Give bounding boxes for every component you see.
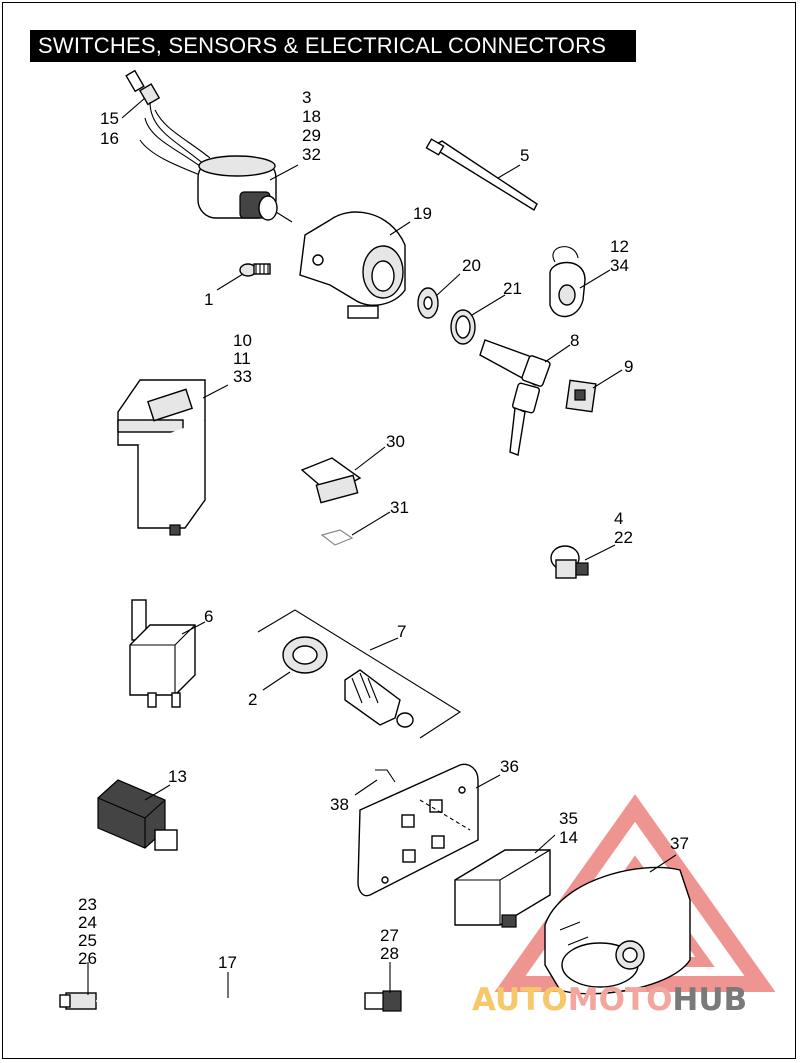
watermark-moto: MOTO <box>568 982 673 1018</box>
part-cable-tie <box>425 138 538 211</box>
callout-21: 21 <box>503 279 522 298</box>
part-washer <box>417 287 439 319</box>
part-key-tag <box>565 379 597 413</box>
part-connector-block <box>97 779 178 851</box>
part-relay <box>129 599 196 708</box>
callout-37: 37 <box>670 834 689 853</box>
callout-20: 20 <box>462 256 481 275</box>
part-electronic-module <box>454 849 551 928</box>
callout-8: 8 <box>570 331 579 350</box>
watermark-auto: AUTO <box>472 982 568 1018</box>
part-mounting-plate <box>357 763 479 897</box>
part-key-fob <box>549 246 586 318</box>
callout-7: 7 <box>397 622 406 641</box>
part-neutral-switch <box>257 609 462 739</box>
part-blade-fuse <box>300 457 362 504</box>
part-ring-nut <box>450 309 476 345</box>
callout-9: 9 <box>624 357 633 376</box>
part-pressure-sensor <box>550 545 589 579</box>
callout-17: 17 <box>218 953 237 972</box>
callout-30: 30 <box>386 432 405 451</box>
callout-19: 19 <box>413 204 432 223</box>
callout-38: 38 <box>330 795 349 814</box>
part-keys <box>479 339 551 456</box>
part-ignition-switch <box>197 155 293 223</box>
watermark-text: AUTOMOTOHUB <box>472 982 747 1018</box>
callout-6: 6 <box>204 607 213 626</box>
part-fuse-harness <box>125 69 211 176</box>
part-wire-harness <box>59 990 402 1012</box>
callout-13: 13 <box>168 767 187 786</box>
callout-1: 1 <box>204 290 213 309</box>
leader-lines <box>87 97 677 998</box>
callout-36: 36 <box>500 757 519 776</box>
callout-5: 5 <box>520 146 529 165</box>
callout-31: 31 <box>390 498 409 517</box>
part-screw <box>239 263 271 277</box>
part-switch-housing <box>299 211 406 319</box>
part-small-clip <box>320 529 354 546</box>
part-control-module <box>117 379 206 536</box>
part-siren <box>544 866 691 995</box>
watermark-hub: HUB <box>672 982 747 1018</box>
callout-2: 2 <box>248 690 257 709</box>
svg-text:AUTOMOTOHUB: AUTOMOTOHUB <box>472 982 747 1018</box>
page-title: SWITCHES, SENSORS & ELECTRICAL CONNECTOR… <box>30 30 636 62</box>
